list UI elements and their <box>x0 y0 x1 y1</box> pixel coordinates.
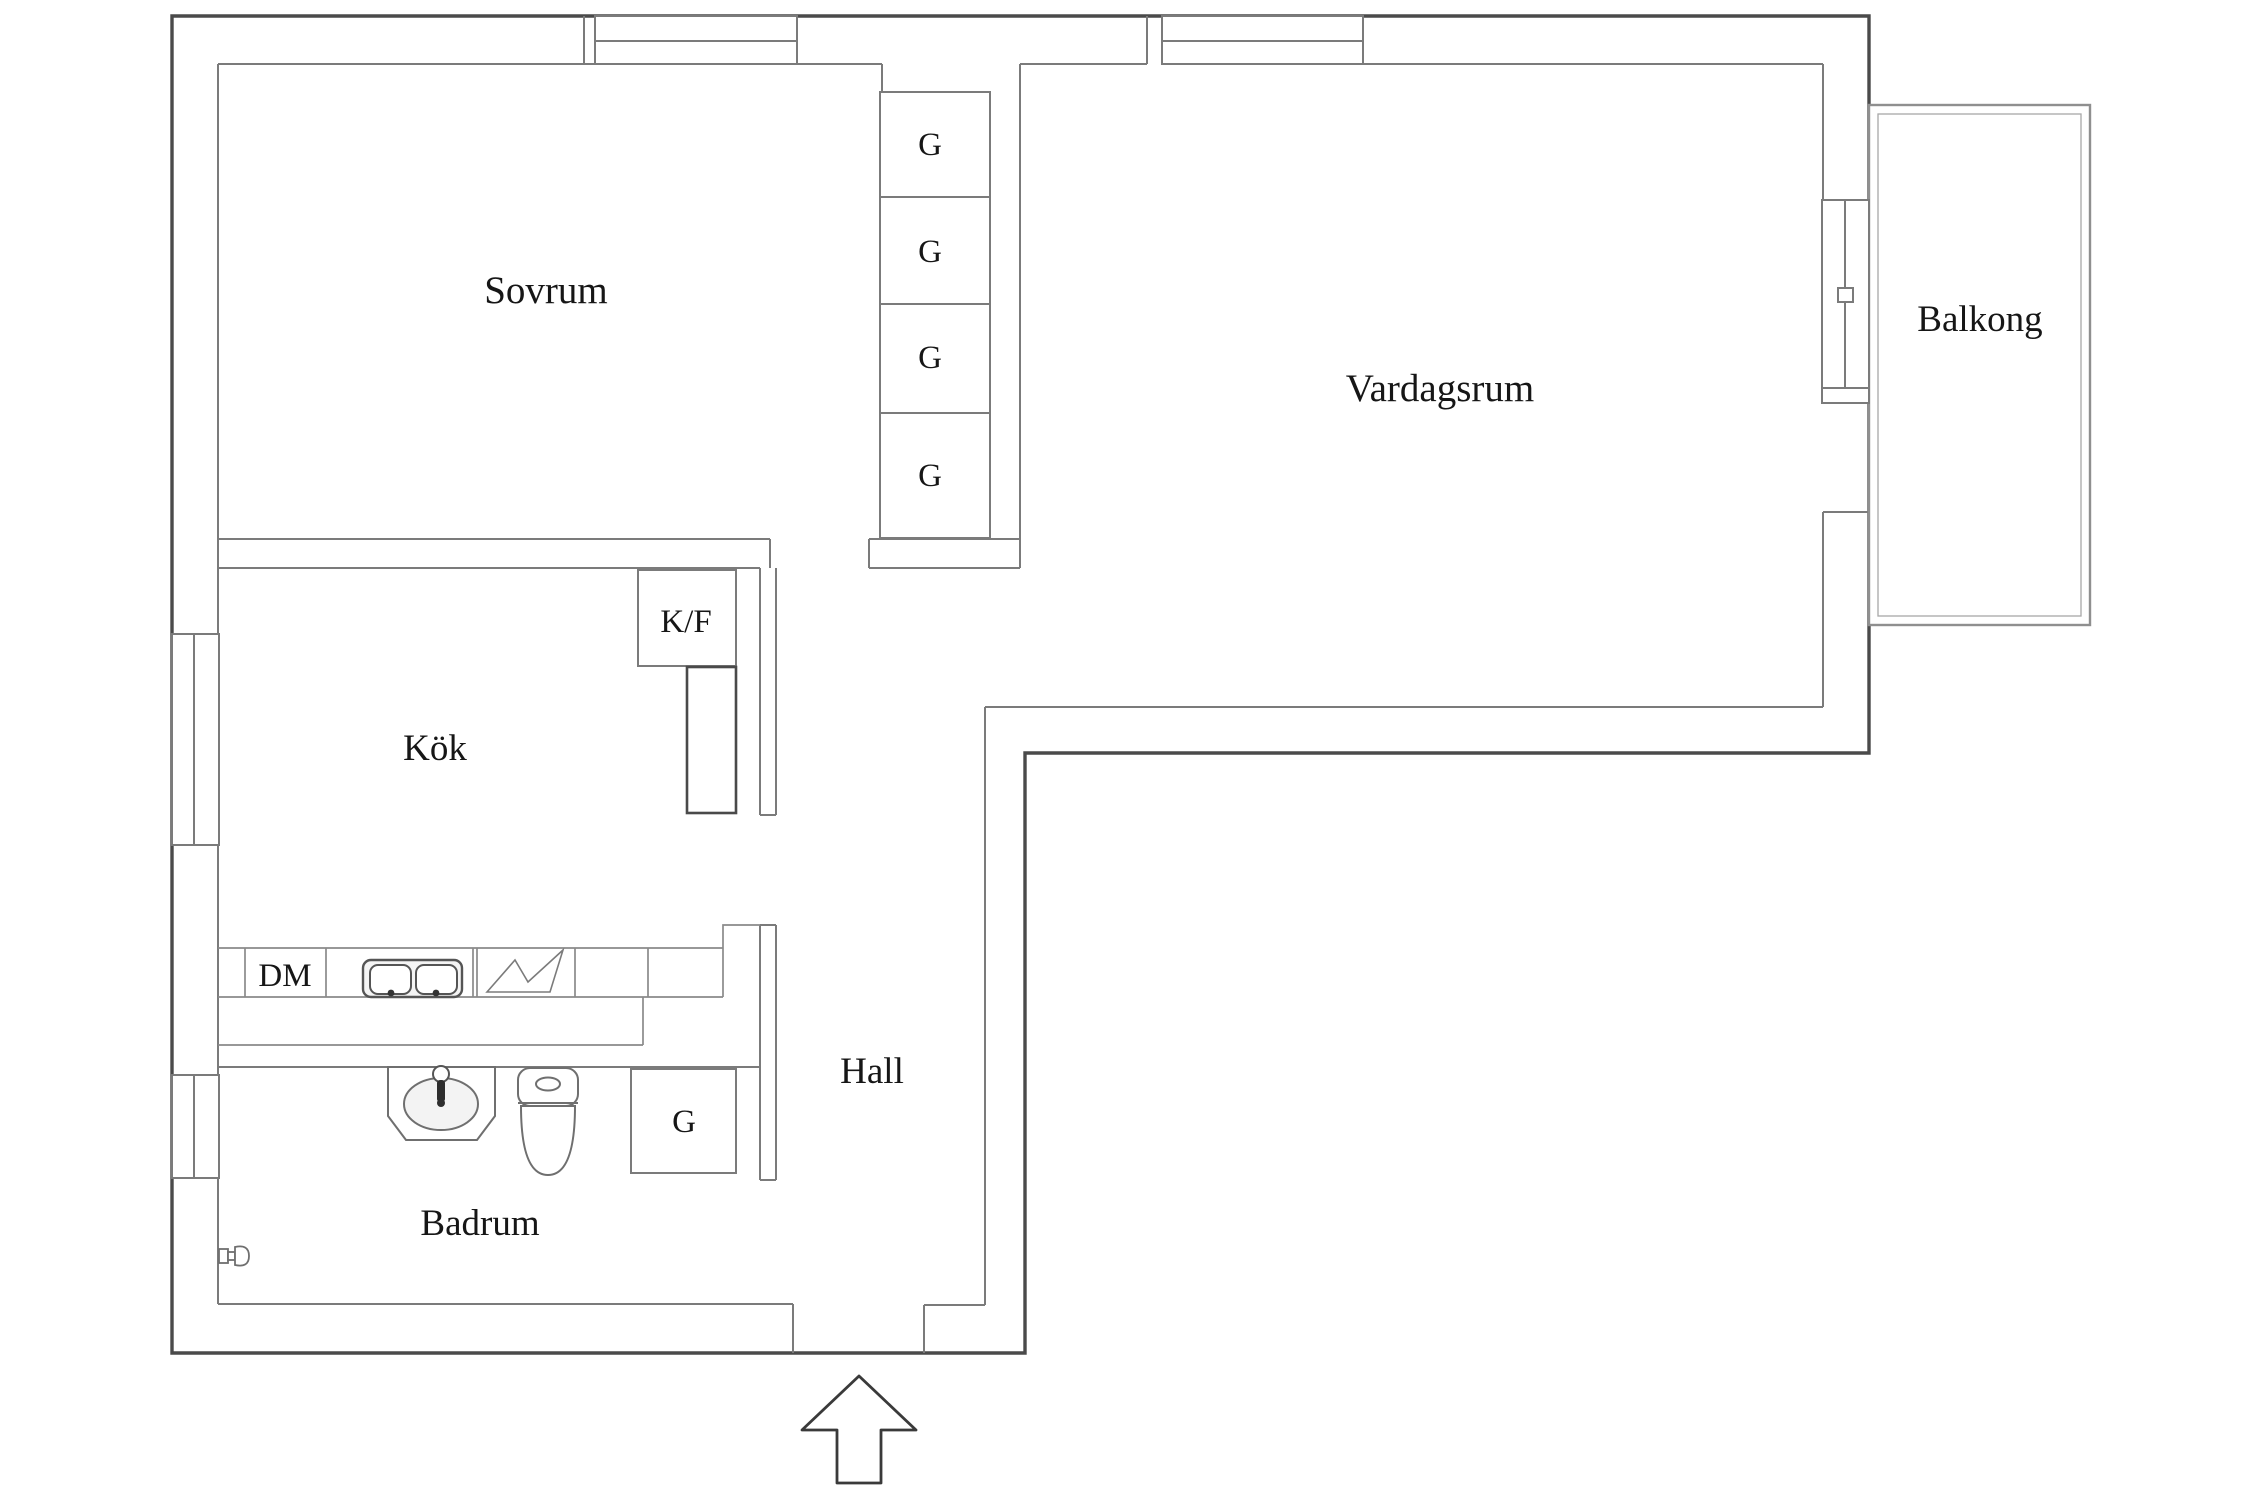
fridge-freezer-box <box>637 569 737 667</box>
wall-fixture-icon <box>218 1245 250 1267</box>
balcony-outer-rail <box>1867 103 2092 627</box>
window-badrum-left <box>171 1074 220 1179</box>
balcony <box>1821 103 2092 627</box>
double-sink-icon <box>361 958 464 999</box>
fixture-label-kf: K/F <box>660 604 711 640</box>
stove-icon <box>485 947 565 993</box>
closet-label: G <box>918 127 942 163</box>
washbasin-icon <box>387 1065 496 1141</box>
tall-cabinet <box>685 665 738 815</box>
labels: Sovrum Vardagsrum Balkong Kök Hall Badru… <box>258 127 2042 1244</box>
closet-column <box>879 91 991 539</box>
windows <box>171 15 1364 1179</box>
inner-walls <box>217 63 1869 1353</box>
closet-box <box>879 91 991 198</box>
balcony-door-icon <box>1821 199 1870 404</box>
room-label-hall: Hall <box>840 1051 904 1092</box>
fixture-label-dm: DM <box>258 958 311 994</box>
outer-walls <box>170 14 1871 1355</box>
closet-label: G <box>918 234 942 270</box>
window-kok-left <box>171 633 220 846</box>
window-vardagsrum-top <box>1146 15 1364 65</box>
kitchen-counter <box>218 924 760 1046</box>
closet-box-bathroom <box>630 1068 737 1174</box>
room-label-badrum: Badrum <box>420 1203 539 1244</box>
closet-box <box>879 196 991 305</box>
room-label-balkong: Balkong <box>1917 299 2042 340</box>
room-label-kok: Kök <box>403 728 467 769</box>
room-label-vardagsrum: Vardagsrum <box>1346 367 1534 410</box>
kitchen <box>218 569 760 1046</box>
closet-box <box>879 412 991 539</box>
closet-label-bathroom: G <box>672 1104 696 1140</box>
toilet-icon <box>517 1067 579 1177</box>
closet-label: G <box>918 458 942 494</box>
bathroom <box>218 1065 737 1267</box>
closet-box <box>879 303 991 414</box>
balcony-inner-rail <box>1877 113 2082 617</box>
room-label-sovrum: Sovrum <box>484 269 608 312</box>
entry-arrow-icon <box>800 1374 918 1485</box>
window-sovrum-top <box>583 15 798 65</box>
closet-label: G <box>918 340 942 376</box>
